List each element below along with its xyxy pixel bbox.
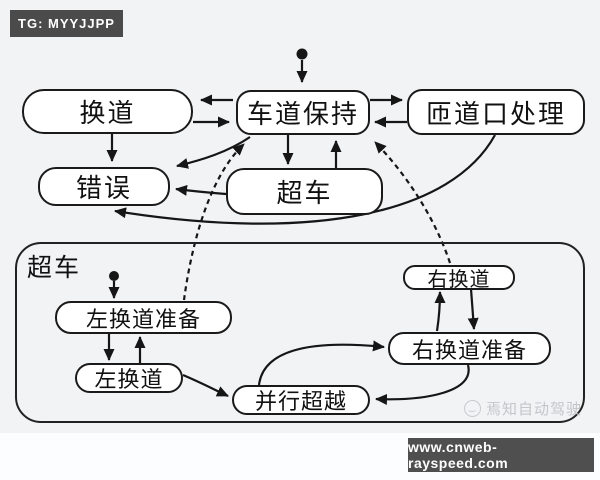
- state-error: 错误: [38, 167, 170, 206]
- edge-left-change-to-parallel: [182, 373, 229, 397]
- edge-overtake-to-error: [175, 184, 227, 196]
- state-overtake: 超车: [226, 168, 383, 215]
- state-parallel-overtake: 并行超越: [232, 385, 370, 415]
- state-ramp-handling: 匝道口处理: [407, 89, 585, 135]
- state-right-lane-change-prepare: 右换道准备: [388, 332, 551, 365]
- state-lane-change: 换道: [22, 89, 193, 134]
- edge-right-change-to-lane-keep-dashed: [374, 141, 452, 264]
- state-lane-keep: 车道保持: [236, 90, 370, 135]
- edge-parallel-to-right-prepare: [257, 340, 385, 386]
- watermark: 焉知自动驾驶: [464, 398, 582, 419]
- overtake-substate-frame: [15, 242, 585, 423]
- initial-state-dot: [296, 48, 308, 60]
- state-left-lane-change-prepare: 左换道准备: [55, 301, 232, 334]
- state-right-lane-change: 右换道: [403, 265, 515, 291]
- edge-right-change-to-right-prepare: [467, 288, 479, 330]
- tag-badge: TG: MYYJJPP: [10, 10, 123, 37]
- site-url-label: www.cnweb-rayspeed.com: [408, 439, 509, 471]
- sub-initial-state-dot: [109, 271, 119, 281]
- overtake-substate-title: 超车: [27, 254, 82, 282]
- edge-right-prepare-to-parallel: [375, 364, 470, 405]
- watermark-label: 焉知自动驾驶: [486, 401, 583, 418]
- site-url-badge: www.cnweb-rayspeed.com: [408, 438, 594, 472]
- edge-lane-keep-to-error: [176, 136, 251, 169]
- edge-left-prepare-to-lane-keep-dashed: [182, 143, 245, 301]
- edge-right-prepare-to-right-change: [434, 291, 446, 332]
- state-left-lane-change: 左换道: [75, 363, 183, 393]
- yanzhi-logo-icon: [464, 400, 481, 417]
- tag-label: TG: MYYJJPP: [18, 16, 115, 31]
